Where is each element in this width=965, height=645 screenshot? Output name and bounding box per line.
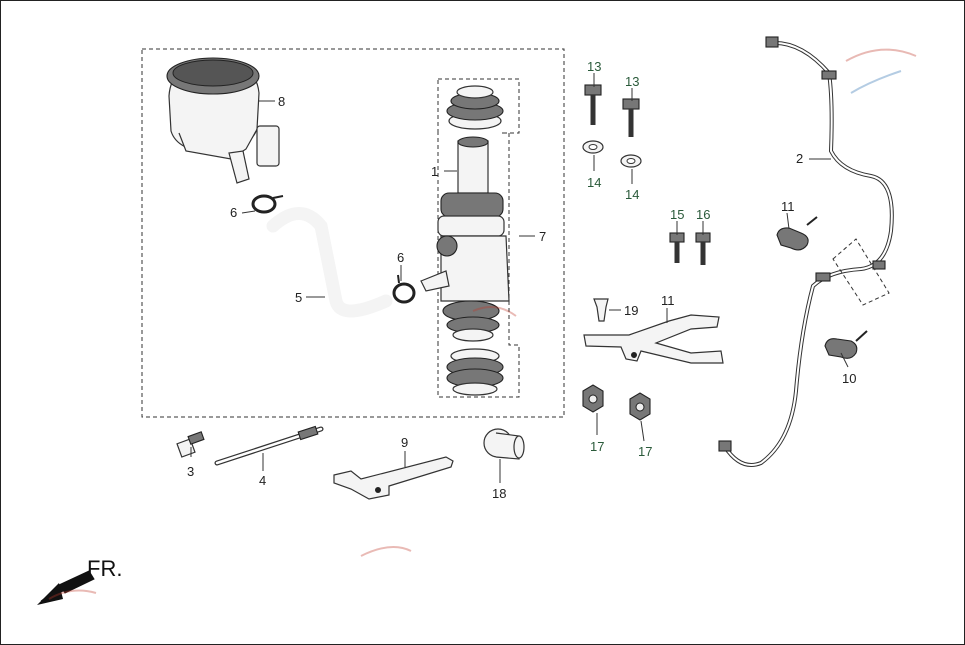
callout-11-bracket: 11: [661, 293, 675, 308]
pedal-bracket: [333, 456, 454, 500]
bolt-16: [695, 232, 711, 265]
callout-18: 18: [492, 486, 506, 501]
callout-17-right: 17: [638, 444, 652, 459]
cable-clamp-10: [824, 330, 868, 359]
switch-cable: [718, 36, 894, 467]
bolt-13-right: [622, 98, 640, 137]
master-cylinder: [420, 136, 510, 342]
seal-kit-box: [437, 78, 520, 398]
callout-6-upper: 6: [230, 205, 237, 220]
callout-10: 10: [842, 371, 856, 386]
callout-7: 7: [539, 229, 546, 244]
callout-14-right: 14: [625, 187, 639, 202]
hose-clamp-lower: [392, 274, 416, 304]
callout-9: 9: [401, 435, 408, 450]
callout-3: 3: [187, 464, 194, 479]
callout-1: 1: [431, 164, 438, 179]
cable-sleeve-outline: [832, 238, 890, 306]
nut-17-right: [629, 392, 651, 421]
callout-6-lower: 6: [397, 250, 404, 265]
push-rod: [214, 425, 324, 466]
dust-boot-upper: [446, 85, 504, 130]
front-direction-label: FR.: [87, 556, 122, 581]
callout-4: 4: [259, 473, 266, 488]
bolt-13-left: [584, 84, 602, 125]
dust-boot-lower: [446, 348, 504, 396]
hose-clamp-upper: [251, 194, 284, 214]
callout-17-left: 17: [590, 439, 604, 454]
bushing: [483, 428, 525, 460]
nut-17-left: [582, 384, 604, 413]
callout-13-left: 13: [587, 59, 601, 74]
cable-clamp-11: [776, 216, 818, 251]
watermark-logo: [48, 48, 917, 600]
small-bolt: [176, 431, 205, 458]
callout-14-left: 14: [587, 175, 601, 190]
mounting-bracket: [583, 314, 724, 364]
push-clip: [593, 298, 609, 322]
callout-19: 19: [624, 303, 638, 318]
callout-2: 2: [796, 151, 803, 166]
bolt-15: [669, 232, 685, 263]
reservoir: [166, 57, 280, 184]
callout-16: 16: [696, 207, 710, 222]
front-direction-arrow-icon: [37, 570, 95, 605]
reservoir-hose: [266, 207, 393, 318]
callout-13-right: 13: [625, 74, 639, 89]
callout-15: 15: [670, 207, 684, 222]
callout-8: 8: [278, 94, 285, 109]
callout-5: 5: [295, 290, 302, 305]
callout-11-right: 11: [781, 199, 795, 214]
assembly-group-box: [141, 48, 565, 418]
